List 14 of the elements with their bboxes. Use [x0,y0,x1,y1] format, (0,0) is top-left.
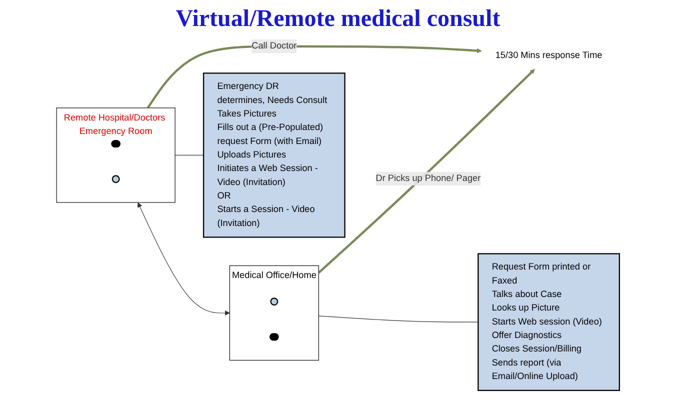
cluster: Medical Office/Home [229,265,319,361]
node-box: Emergency DR determines, Needs Consult Takes Pictures Fills out a (Pre-Populated) request Form (with Email) Uploads Pictures Initiates a Web Session - Video (Invitation) OR Starts a Session - Video (Invitation) [202,72,346,238]
node-circle [112,175,120,184]
edge-label: Dr Picks up Phone/ Pager [376,174,481,184]
edge-label: Call Doctor [252,41,297,51]
diagram-title: Virtual/Remote medical consult [174,6,502,33]
node-text: 15/30 Mins response Time [495,50,602,60]
connector [318,316,478,322]
cluster: Remote Hospital/Doctors Emergency Room [56,108,176,203]
node-box: Request Form printed or Faxed Talks about Case Looks up Picture Starts Web session (Video) Offer Diagnostics Closes Session/Billing Sends report (via Email/Online Upload) [478,253,620,392]
connector [174,154,204,156]
node-circle [270,298,278,306]
arrow [318,68,535,274]
arrow [138,202,230,316]
